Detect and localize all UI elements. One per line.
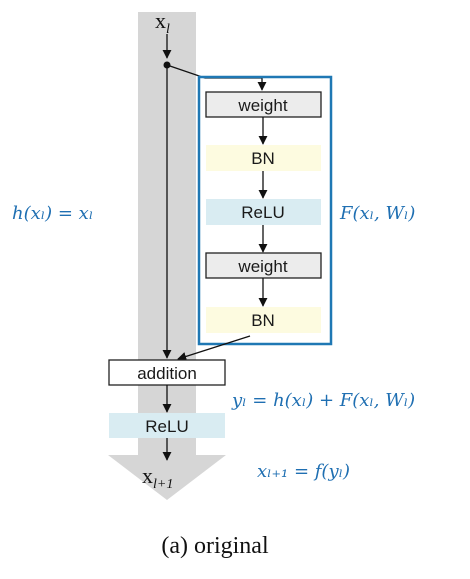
sum-equation: yₗ = h(xₗ) + F(xₗ, Wₗ) <box>231 390 415 411</box>
bn-block-2 <box>206 307 321 333</box>
weight-label-2: weight <box>237 257 287 276</box>
addition-label: addition <box>137 364 197 383</box>
branch-exit-arrow <box>177 335 251 361</box>
weight-label-1: weight <box>237 96 287 115</box>
output-label: xl+1 <box>142 463 173 492</box>
residual-function-label: F(xₗ, Wₗ) <box>339 203 415 224</box>
identity-equation: h(xₗ) = xₗ <box>12 203 93 224</box>
post-relu-block <box>109 413 225 438</box>
bn-label-1: BN <box>251 149 275 168</box>
addition-block <box>108 359 226 386</box>
caption: (a) original <box>161 533 269 559</box>
relu-block-1 <box>206 199 321 225</box>
residual-branch-frame <box>197 75 333 346</box>
bn-block-1 <box>206 145 321 171</box>
input-label: xl <box>155 8 170 37</box>
next-equation: xₗ₊₁ = f(yₗ) <box>257 461 350 482</box>
relu-label-1: ReLU <box>241 203 284 222</box>
post-relu-label: ReLU <box>145 417 188 436</box>
bn-label-2: BN <box>251 311 275 330</box>
